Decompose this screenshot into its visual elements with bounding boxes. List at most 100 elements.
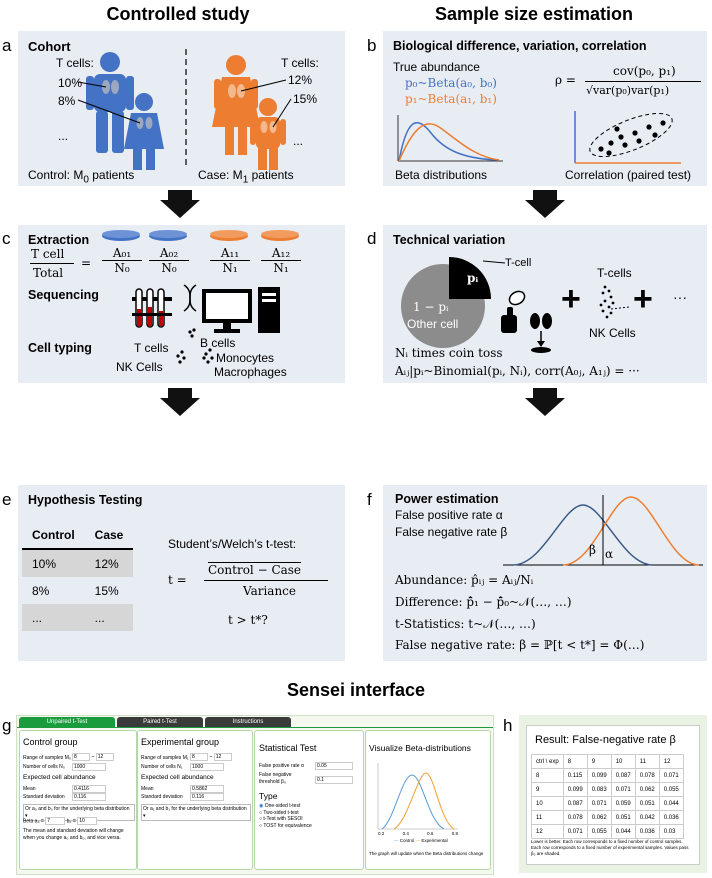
pie-big-line2: Other cell [407, 317, 459, 331]
viz-tick: 0.8 [451, 831, 458, 836]
exp-range-to[interactable]: 12 [213, 753, 232, 761]
tab-unpaired[interactable]: Unpaired t-Test [19, 717, 115, 727]
rho-lhs: ρ = [555, 73, 576, 87]
exp-beta-select-label: Or a₁ and b₁ for the underlying beta dis… [143, 806, 247, 812]
beta-curve-p0 [398, 121, 500, 162]
result-cell: 0.099 [562, 782, 588, 797]
result-header-cell: 9 [586, 754, 612, 769]
pie-big-line1: 1 − pᵢ [413, 300, 449, 314]
result-cell: 9 [531, 782, 564, 797]
result-title: Result: False-negative rate β [535, 734, 676, 746]
panel-e-letter: e [2, 490, 12, 509]
tab-paired[interactable]: Paired t-Test [117, 717, 203, 727]
coin-pie-chart [401, 257, 506, 348]
beta-area-label: β [589, 543, 596, 557]
result-cell: 0.078 [562, 810, 588, 825]
result-cell: 10 [531, 796, 564, 811]
radio-one-sided[interactable]: ◉ One-sided t-test [259, 803, 301, 809]
tab-unpaired-label: Unpaired t-Test [46, 719, 88, 725]
visualize-box: Visualize Beta-distributions 0.2 0.4 0.6… [365, 730, 491, 870]
control-sd-input[interactable]: 0.116 [72, 793, 106, 801]
arrow-d-f [525, 388, 565, 416]
fpr-input[interactable]: 0.05 [315, 762, 353, 770]
rho-num: cov(p₀, p₁) [613, 64, 676, 78]
pie-small-label: pᵢ [467, 271, 479, 285]
pct-15: 15% [293, 92, 318, 106]
viz-note: The graph will update when the Beta dist… [369, 851, 484, 856]
result-header-cell: 8 [562, 754, 588, 769]
abundance-eq: Abundance: p̂ᵢⱼ = Aᵢⱼ/Nᵢ [395, 573, 534, 587]
exp-beta-select[interactable]: Or a₁ and b₁ for the underlying beta dis… [141, 804, 251, 821]
control-cells-input[interactable]: 1000 [72, 763, 106, 771]
sequencing-label: Sequencing [28, 288, 99, 302]
result-cell: 8 [531, 768, 564, 783]
beta-curve-p1 [398, 123, 500, 162]
control-beta-select[interactable]: Or a₀ and b₀ for the underlying beta dis… [23, 804, 135, 821]
fnr-input[interactable]: 0.1 [315, 776, 353, 784]
exp-mean-input[interactable]: 0.5862 [190, 785, 224, 793]
radio-label: One-sided t-test [264, 803, 301, 809]
thumb-icon [501, 307, 517, 333]
left-column-title: Controlled study [106, 4, 250, 24]
tab-instructions[interactable]: Instructions [205, 717, 291, 727]
fraction-denominator: N₁ [273, 261, 289, 275]
sequencing-equipment-icons [132, 284, 280, 333]
control-beta-select-label: Or a₀ and b₀ for the underlying beta dis… [25, 806, 130, 812]
control-range-label: Range of samples M₀ [23, 755, 71, 761]
control-abundance-title: Expected cell abundance [23, 774, 96, 781]
radio-label: t-Test with SESOI [263, 816, 303, 822]
beta-a-label: Beta a₀ = [23, 818, 44, 825]
rho-den: √var(p₀)var(p₁) [586, 84, 670, 97]
radio-tost[interactable]: ○ TOST for equivalence [259, 822, 312, 829]
panel-g-frame: Unpaired t-Test Paired t-Test Instructio… [16, 715, 494, 875]
pct-8: 8% [58, 94, 76, 108]
result-cell: 0.099 [586, 768, 612, 783]
difference-eq: Difference: p̄̂₁ − p̄̂₀~𝒩(…, …) [395, 595, 572, 609]
tstat-eq: t-Statistics: t~𝒩(…, …) [395, 617, 536, 631]
fraction-denominator: N₁ [222, 261, 238, 275]
beta-b-label: b₀ = [66, 818, 76, 825]
panel-a-letter: a [2, 36, 12, 55]
viz-tick: 0.4 [402, 831, 409, 836]
beta-b-input[interactable]: 10 [77, 817, 98, 825]
tcell-num: T cell [31, 247, 65, 261]
radio-two-sided[interactable]: ○ Two-sided t-test [259, 809, 299, 816]
coin-icon [508, 290, 526, 306]
control-range-from[interactable]: 8 [72, 753, 90, 761]
plus-2: + [633, 280, 653, 318]
tcells-left-label: T cells: [56, 56, 94, 70]
fnr-label: False negative rate β [395, 525, 508, 539]
exp-sd-input[interactable]: 0.116 [190, 793, 224, 801]
correlation-scatter [574, 111, 681, 164]
cell-typing-label: Cell typing [28, 341, 92, 355]
panel-d: Technical variation pᵢ T-cell 1 − pᵢ Oth… [383, 225, 707, 383]
alpha-area-label: α [605, 547, 614, 561]
dish-control-2 [149, 230, 187, 241]
result-cell: 0.055 [658, 782, 684, 797]
range-sep: ~ [91, 754, 95, 761]
exp-range-from[interactable]: 8 [190, 753, 208, 761]
result-cell: 0.071 [586, 796, 612, 811]
equals-sign: = [81, 256, 92, 270]
case-label: Case: M1 patients [198, 168, 294, 186]
fraction-denominator: N₀ [114, 261, 130, 275]
control-range-to[interactable]: 12 [95, 753, 114, 761]
control-cells-label: Number of cells N₀ [23, 764, 65, 770]
dot-cluster [599, 285, 630, 319]
power-curves [503, 495, 703, 566]
t-den: Variance [243, 584, 296, 598]
result-cell: 0.051 [634, 796, 660, 811]
result-cell: 0.059 [610, 796, 636, 811]
tcell-label: T-cell [505, 257, 532, 269]
exp-cells-input[interactable]: 1000 [190, 763, 224, 771]
panel-b-letter: b [367, 36, 377, 55]
t-num: Control − Case [208, 563, 302, 577]
beta-a-input[interactable]: 7 [45, 817, 66, 825]
radio-sesoi[interactable]: ○ t-Test with SESOI [259, 816, 303, 822]
result-cell: 0.042 [634, 810, 660, 825]
control-mean-input[interactable]: 0.4116 [72, 785, 106, 793]
